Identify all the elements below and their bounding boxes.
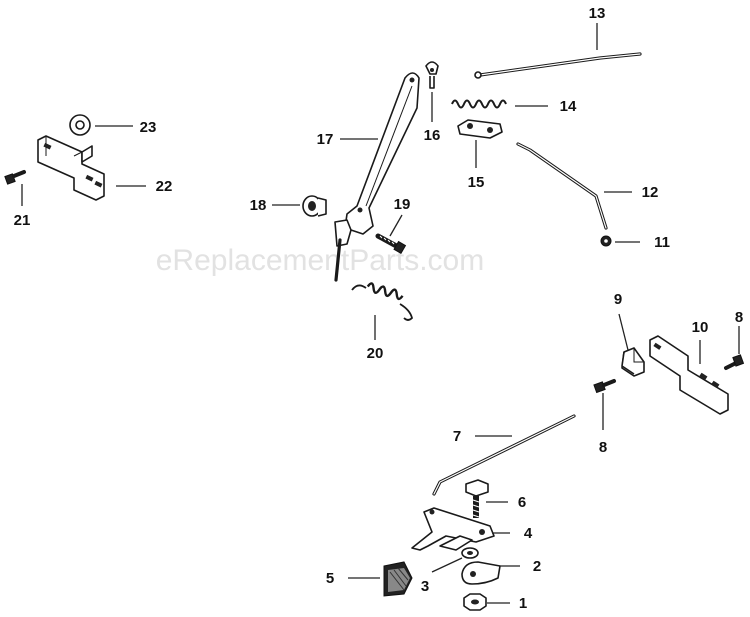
leader-19 (389, 214, 403, 237)
callout-20: 20 (367, 345, 384, 362)
callout-8-right: 8 (735, 309, 743, 326)
callout-8-lower: 8 (599, 439, 607, 456)
leader-3 (431, 557, 463, 573)
part-17-governor-lever[interactable] (334, 72, 420, 282)
part-7-rod[interactable] (432, 414, 576, 496)
part-22-bracket[interactable] (37, 135, 105, 201)
part-8-screw-right[interactable] (724, 354, 745, 370)
callout-3: 3 (421, 578, 429, 595)
leader-9 (618, 313, 629, 351)
part-5-pad[interactable] (383, 561, 413, 597)
part-4-lever[interactable] (411, 507, 495, 551)
callout-7: 7 (453, 428, 461, 445)
callout-16: 16 (424, 127, 441, 144)
part-20-spring[interactable] (351, 282, 413, 321)
part-2-cam[interactable] (461, 561, 501, 585)
part-21-screw[interactable] (4, 170, 26, 185)
callout-22: 22 (156, 178, 173, 195)
watermark-text: eReplacementParts.com (156, 244, 484, 277)
part-13-rod[interactable] (474, 52, 642, 79)
part-12-rod[interactable] (516, 142, 608, 230)
callout-15: 15 (468, 174, 485, 191)
part-14-spring[interactable] (451, 99, 507, 109)
part-6-bolt[interactable] (465, 479, 489, 518)
part-18-bushing[interactable] (302, 195, 327, 217)
callout-11: 11 (654, 234, 670, 251)
callout-5: 5 (326, 570, 334, 587)
callout-21: 21 (14, 212, 31, 229)
callout-23: 23 (140, 119, 157, 136)
callout-12: 12 (642, 184, 659, 201)
callout-13: 13 (589, 5, 606, 22)
part-8-screw-lower[interactable] (593, 379, 616, 394)
part-10-plate[interactable] (649, 335, 729, 415)
part-9-clip-bracket[interactable] (621, 347, 645, 377)
callout-4: 4 (524, 525, 533, 542)
part-16-clip[interactable] (425, 61, 439, 89)
callout-6: 6 (518, 494, 526, 511)
part-23-washer[interactable] (69, 114, 91, 136)
callout-17: 17 (317, 131, 334, 148)
callout-19: 19 (394, 196, 411, 213)
callout-18: 18 (250, 197, 267, 214)
part-15-bracket[interactable] (457, 119, 503, 139)
part-1-nut[interactable] (463, 593, 487, 611)
callout-2: 2 (533, 558, 541, 575)
part-11-nut[interactable] (600, 235, 612, 247)
callout-9: 9 (614, 291, 622, 308)
callout-10: 10 (692, 319, 709, 336)
part-3-washer[interactable] (461, 547, 479, 559)
callout-14: 14 (560, 98, 577, 115)
callout-1: 1 (519, 595, 527, 612)
part-19-bolt[interactable] (375, 233, 407, 255)
